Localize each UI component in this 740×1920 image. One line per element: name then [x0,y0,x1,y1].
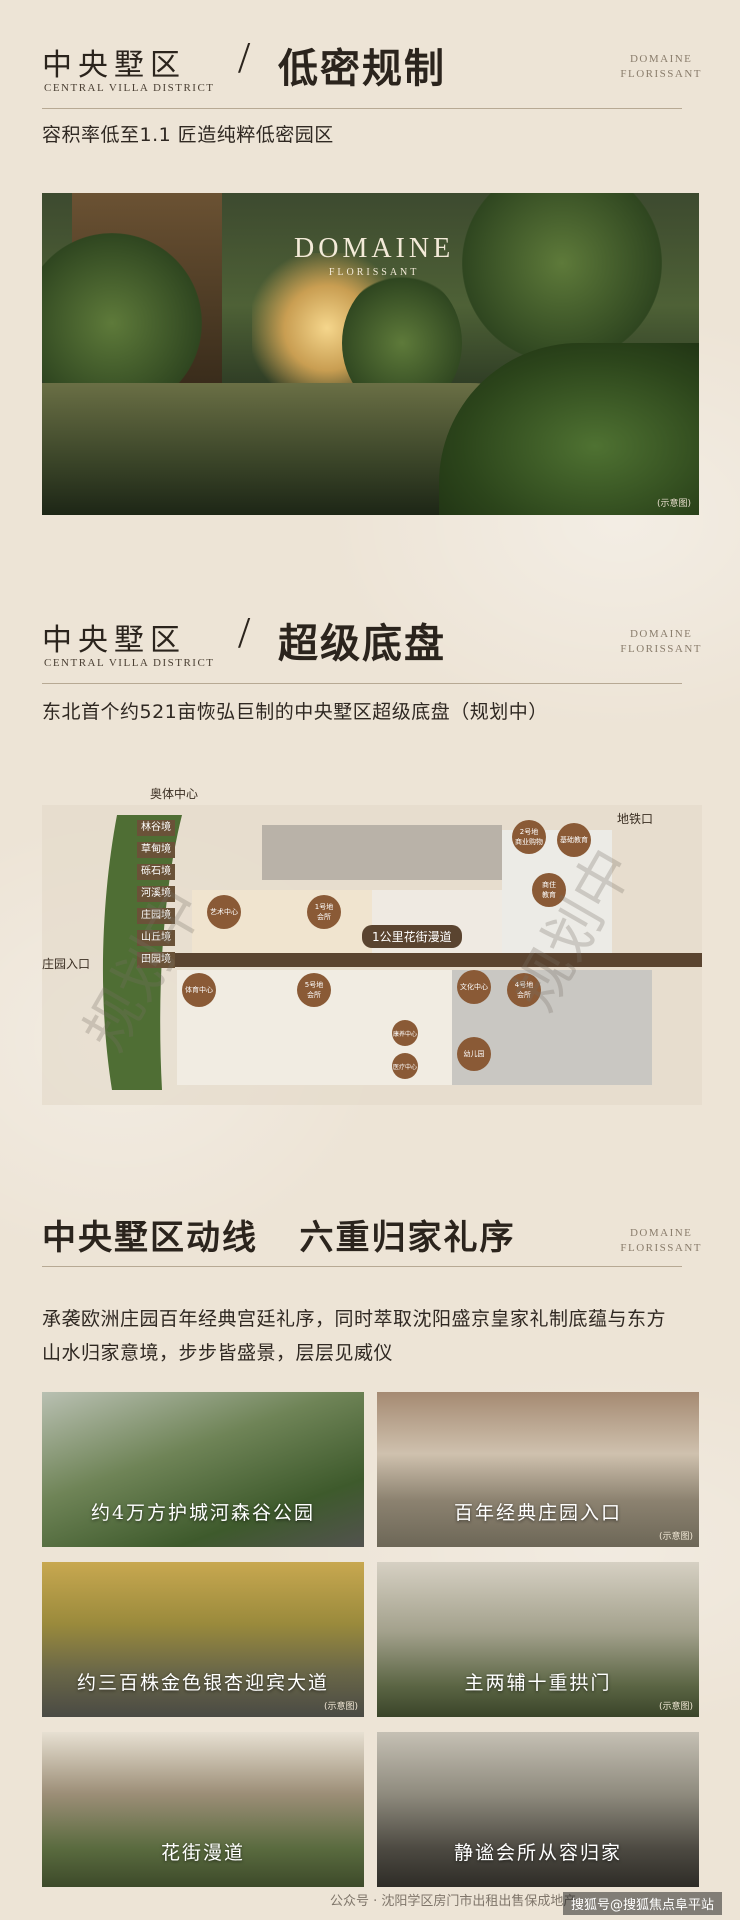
site-plan-svg [42,805,702,1105]
map-pin: 4号地 会所 [507,973,541,1007]
brand-line2: FLORISSANT [620,643,702,655]
brand-line1: DOMAINE [629,1227,693,1239]
map-label-olympic-center: 奥体中心 [150,787,199,801]
sohu-watermark: 搜狐号@搜狐焦点阜平站 [562,1892,722,1915]
map-zone-label: 砾石境 [137,864,175,880]
brand-logo: DOMAINE FLORISSANT [620,1226,702,1256]
map-zone-label: 河溪境 [137,886,175,902]
section-en-subtitle: CENTRAL VILLA DISTRICT [44,657,215,669]
section-en-subtitle: CENTRAL VILLA DISTRICT [44,82,215,94]
section-super-base: 中央墅区 CENTRAL VILLA DISTRICT / 超级底盘 DOMAI… [0,605,740,705]
brand-line1: DOMAINE [629,628,693,640]
section-main-title: 低密规制 [278,45,446,92]
section-main-title: 超级底盘 [278,620,446,667]
tile-caption: 约三百株金色银杏迎宾大道 [76,1672,329,1694]
wechat-watermark: 公众号 · 沈阳学区房门市出租出售保成地产 [330,1894,577,1909]
tree-shape [462,193,662,363]
section3-desc-line2: 山水归家意境，步步皆盛景，层层见威仪 [42,1342,394,1364]
map-pin: 商住 教育 [532,873,566,907]
section3-title: 中央墅区动线 六重归家礼序 [42,1218,516,1258]
route-photo-tile: 主两辅十重拱门 (示意图) [377,1562,699,1717]
tile-note: (示意图) [658,1702,693,1712]
map-pin: 体育中心 [182,973,216,1007]
photo-logo-sub: FLORISSANT [328,267,420,278]
brand-line1: DOMAINE [629,53,693,65]
map-label-metro: 地铁口 [617,812,654,826]
title-slash: / [238,608,251,657]
hedge-shape [439,343,699,515]
map-pin: 5号地 会所 [297,973,331,1007]
brand-line2: FLORISSANT [620,1242,702,1254]
route-photo-tile: 约三百株金色银杏迎宾大道 (示意图) [42,1562,364,1717]
map-label-entrance: 庄园入口 [42,957,91,971]
route-photo-tile: 百年经典庄园入口 (示意图) [377,1392,699,1547]
section3-desc-line1: 承袭欧洲庄园百年经典宫廷礼序，同时萃取沈阳盛京皇家礼制底蕴与东方 [42,1308,667,1330]
brand-line2: FLORISSANT [620,68,702,80]
section-zh-title: 中央墅区 [42,48,186,83]
section-header: 中央墅区 CENTRAL VILLA DISTRICT / 低密规制 DOMAI… [42,30,702,120]
section2-description: 东北首个约521亩恢弘巨制的中央墅区超级底盘（规划中） [42,701,548,723]
map-zone-label: 田园境 [137,952,175,968]
map-zone-label: 林谷境 [137,820,175,836]
map-zone-label: 山丘境 [137,930,175,946]
tile-note: (示意图) [323,1702,358,1712]
garden-photo: DOMAINE FLORISSANT (示意图) [42,193,699,515]
tile-note: (示意图) [658,1532,693,1542]
tile-caption: 静谧会所从容归家 [453,1842,622,1864]
section-header: 中央墅区 CENTRAL VILLA DISTRICT / 超级底盘 DOMAI… [42,605,702,695]
section1-description: 容积率低至1.1 匠造纯粹低密园区 [42,124,334,146]
map-pin: 医疗中心 [392,1053,418,1079]
photo-note: (示意图) [656,499,691,509]
title-slash: / [238,33,251,82]
header-rule [42,108,682,109]
map-pin: 1号地 会所 [307,895,341,929]
brand-logo: DOMAINE FLORISSANT [620,627,702,657]
map-pin: 康养中心 [392,1020,418,1046]
route-photo-tile: 静谧会所从容归家 [377,1732,699,1887]
tile-caption: 主两辅十重拱门 [464,1672,612,1694]
tile-caption: 百年经典庄园入口 [453,1502,622,1524]
brand-logo: DOMAINE FLORISSANT [620,52,702,82]
route-photo-tile: 花街漫道 [42,1732,364,1887]
tile-caption: 花街漫道 [160,1842,245,1864]
section3-rule [42,1266,682,1267]
map-pin: 2号地 商业购物 [512,820,546,854]
photo-logo-main: DOMAINE [294,233,455,264]
route-photo-tile: 约4万方护城河森谷公园 [42,1392,364,1547]
tile-caption: 约4万方护城河森谷公园 [90,1502,316,1524]
section-low-density: 中央墅区 CENTRAL VILLA DISTRICT / 低密规制 DOMAI… [0,30,740,510]
map-left-labels: 林谷境 草甸境 砾石境 河溪境 庄园境 山丘境 田园境 [137,820,175,974]
map-label-boulevard: 1公里花街漫道 [362,925,462,948]
map-pin: 幼儿园 [457,1037,491,1071]
map-pin: 基础教育 [557,823,591,857]
map-zone-label: 庄园境 [137,908,175,924]
section3-description: 承袭欧洲庄园百年经典宫廷礼序，同时萃取沈阳盛京皇家礼制底蕴与东方 山水归家意境，… [42,1302,666,1370]
site-plan-map: 奥体中心 地铁口 庄园入口 1公里花街漫道 林谷境 草甸境 砾石境 河溪境 庄园… [42,775,702,1150]
section-zh-title: 中央墅区 [42,623,186,658]
header-rule [42,683,682,684]
map-zone-label: 草甸境 [137,842,175,858]
map-pin: 文化中心 [457,970,491,1004]
map-pin: 艺术中心 [207,895,241,929]
photo-logo: DOMAINE FLORISSANT [294,233,454,278]
